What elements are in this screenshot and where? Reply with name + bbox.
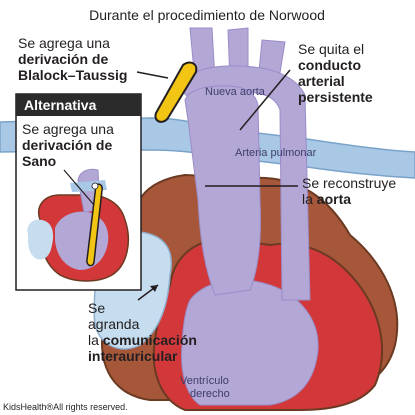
diagram-title: Durante el procedimiento de Norwood — [89, 7, 325, 23]
blalock-label-2: derivación de — [18, 51, 108, 67]
new-aorta-label: Nueva aorta — [205, 86, 266, 98]
alternative-header: Alternativa — [24, 97, 97, 113]
asd-arrowhead — [150, 285, 158, 292]
alternative-line-2: derivación de — [22, 137, 112, 153]
asd-label-2: agranda — [88, 316, 140, 332]
ductus-label-3: arterial — [298, 73, 345, 89]
ductus-label-2: conducto — [298, 57, 361, 73]
aorta-label-2: la aorta — [302, 191, 351, 207]
pulmonary-artery-label: Arteria pulmonar — [235, 147, 317, 159]
blalock-pointer — [136, 71, 169, 79]
right-ventricle-label-2: derecho — [190, 388, 230, 400]
right-ventricle-label-1: Ventrículo — [180, 375, 229, 387]
new-aorta — [184, 85, 261, 296]
asd-label-4: interauricular — [88, 348, 178, 364]
blalock-label-1: Se agrega una — [18, 35, 110, 51]
alternative-line-3: Sano — [22, 153, 56, 169]
aorta-label-1: Se reconstruye — [302, 175, 396, 191]
mini-heart — [27, 168, 130, 282]
ductus-pointer — [239, 69, 291, 131]
ventricle-chamber — [181, 279, 319, 406]
alternative-line-1: Se agrega una — [22, 121, 114, 137]
asd-label-3: la comunicación — [88, 332, 197, 348]
blalock-label-3: Blalock–Taussig — [18, 67, 127, 83]
alternative-header-bg — [16, 94, 141, 116]
credit-text: KidsHealth®All rights reserved. — [3, 402, 128, 412]
blalock-taussig-shunt — [154, 61, 198, 123]
ductus-label-4: persistente — [298, 89, 373, 105]
asd-label-1: Se — [88, 300, 105, 316]
ductus-label-1: Se quita el — [298, 41, 364, 57]
